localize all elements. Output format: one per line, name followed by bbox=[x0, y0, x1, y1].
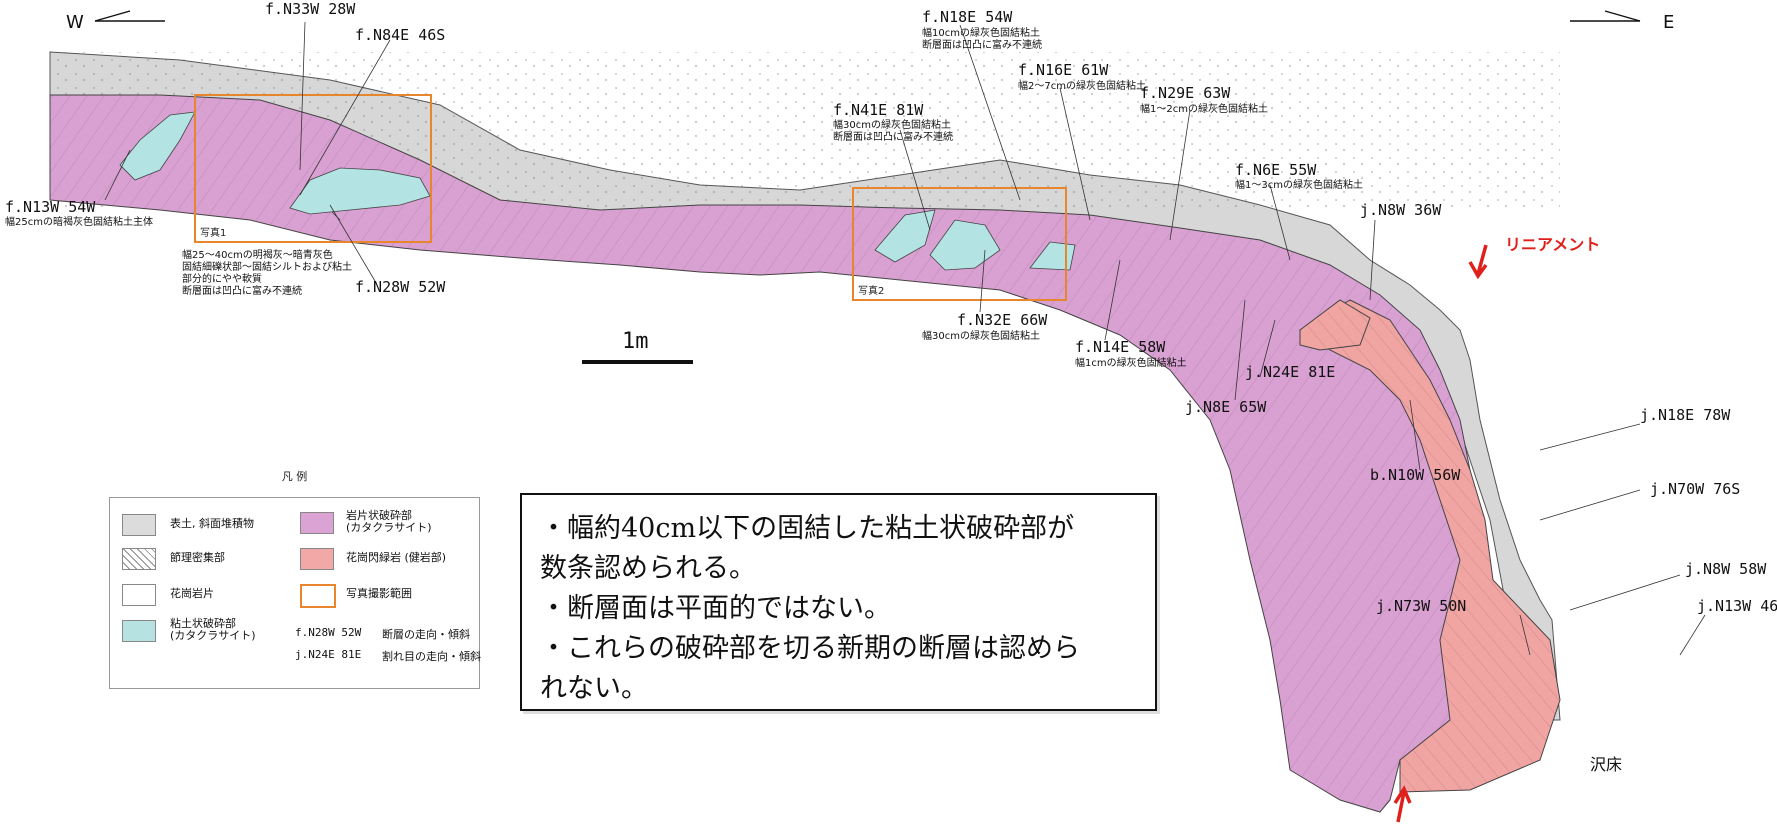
note-n18e-2: 断層面は凹凸に富み不連続 bbox=[922, 38, 1042, 51]
label-jn70w: j.N70W 76S bbox=[1650, 480, 1740, 498]
legend-symbol-joint-code: j.N24E 81E bbox=[295, 648, 362, 661]
legend-title: 凡 例 bbox=[281, 470, 308, 483]
label-jn73w: j.N73W 50N bbox=[1376, 597, 1466, 615]
note-n14e: 幅1cmの緑灰色固結粘土 bbox=[1075, 356, 1187, 369]
east-arrowhead bbox=[1604, 10, 1641, 22]
note-n41e-1: 幅30cmの緑灰色固結粘土 bbox=[833, 118, 951, 131]
label-jn8w58: j.N8W 58W bbox=[1685, 560, 1767, 578]
label-n13w: f.N13W 54W bbox=[5, 198, 96, 216]
lineament-arrow-top bbox=[1468, 244, 1488, 280]
note-left-2: 固結細礫状部～固結シルトおよび粘土 bbox=[182, 260, 352, 273]
legend-swatch-clay bbox=[122, 620, 156, 642]
clay-zone-3 bbox=[874, 209, 936, 263]
photo-label-1: 写真1 bbox=[200, 226, 226, 239]
label-n14e: f.N14E 58W bbox=[1075, 338, 1166, 356]
note-n18e-1: 幅10cmの緑灰色固結粘土 bbox=[922, 26, 1040, 39]
note-n16e: 幅2～7cmの緑灰色固結粘土 bbox=[1018, 79, 1146, 92]
summary-notes-box: ・幅約40cm以下の固結した粘土状破砕部が 数条認められる。 ・断層面は平面的で… bbox=[520, 493, 1157, 711]
note-n29e: 幅1～2cmの緑灰色固結粘土 bbox=[1140, 102, 1268, 115]
label-jn18e: j.N18E 78W bbox=[1640, 406, 1731, 424]
legend-label-clay: 粘土状破砕部 (カタクラサイト) bbox=[170, 617, 256, 642]
east-label: E bbox=[1663, 12, 1674, 33]
legend-symbol-fault-meaning: 断層の走向・傾斜 bbox=[382, 628, 470, 641]
legend-swatch-fractured bbox=[300, 512, 334, 534]
legend-swatch-photo-area bbox=[300, 584, 336, 608]
granodiorite-joint-texture bbox=[1300, 300, 1560, 792]
label-jn8e: j.N8E 65W bbox=[1185, 398, 1267, 416]
legend-label-photo-area: 写真撮影範囲 bbox=[346, 587, 412, 600]
label-n18e: f.N18E 54W bbox=[922, 8, 1013, 26]
label-jn24e: j.N24E 81E bbox=[1245, 363, 1335, 381]
label-n6e: f.N6E 55W bbox=[1235, 161, 1317, 179]
lineament-label: リニアメント bbox=[1505, 235, 1600, 254]
note-n13w: 幅25cmの暗褐灰色固結粘土主体 bbox=[5, 215, 153, 228]
legend-swatch-cover bbox=[122, 514, 156, 536]
label-n41e: f.N41E 81W bbox=[833, 101, 924, 119]
label-jn13w: j.N13W 46E bbox=[1697, 597, 1777, 615]
note-left-3: 部分的にやや軟質 bbox=[182, 272, 262, 285]
west-arrowhead bbox=[94, 10, 131, 22]
clay-zone-4 bbox=[929, 219, 1001, 271]
label-n84e: f.N84E 46S bbox=[355, 26, 445, 44]
photo-frame-1 bbox=[194, 94, 432, 243]
summary-line-1: ・幅約40cm以下の固結した粘土状破砕部が bbox=[540, 513, 1075, 544]
clay-zone-1 bbox=[119, 111, 196, 181]
clay-zone-5 bbox=[1029, 241, 1076, 271]
note-n41e-2: 断層面は凹凸に富み不連続 bbox=[833, 130, 953, 143]
lineament-arrow-bottom bbox=[1393, 785, 1412, 823]
note-n32e: 幅30cmの緑灰色固結粘土 bbox=[922, 329, 1040, 342]
legend-label-joints: 節理密集部 bbox=[170, 551, 225, 564]
label-n28w: f.N28W 52W bbox=[355, 278, 446, 296]
legend-swatch-joints bbox=[122, 548, 156, 570]
scale-bar-label: 1m bbox=[622, 329, 649, 354]
summary-line-2: 数条認められる。 bbox=[540, 553, 756, 584]
legend-label-granodiorite: 花崗閃緑岩 (健岩部) bbox=[346, 551, 447, 564]
fractured-joint-texture bbox=[50, 95, 1495, 812]
note-left-1: 幅25～40cmの明褐灰～暗青灰色 bbox=[182, 248, 333, 261]
label-n33w: f.N33W 28W bbox=[265, 0, 356, 18]
label-bn10w: b.N10W 56W bbox=[1370, 466, 1461, 484]
summary-line-5: れない。 bbox=[540, 673, 648, 704]
scale-bar bbox=[582, 360, 693, 364]
legend: 凡 例 表土, 斜面堆積物 節理密集部 花崗岩片 粘土状破砕部 (カタクラサイト… bbox=[109, 470, 481, 689]
legend-label-fractured: 岩片状破砕部 (カタクラサイト) bbox=[346, 509, 432, 534]
legend-symbol-joint-meaning: 割れ目の走向・傾斜 bbox=[382, 650, 481, 663]
clay-zone-2 bbox=[289, 167, 431, 215]
photo-frame-2 bbox=[852, 187, 1067, 301]
summary-line-3: ・断層面は平面的ではない。 bbox=[540, 593, 891, 624]
label-n32e: f.N32E 66W bbox=[957, 311, 1048, 329]
note-n6e: 幅1～3cmの緑灰色固結粘土 bbox=[1235, 178, 1363, 191]
legend-label-granite-fragments: 花崗岩片 bbox=[170, 587, 214, 600]
note-left-4: 断層面は凹凸に富み不連続 bbox=[182, 284, 302, 297]
summary-line-4: ・これらの破砕部を切る新期の断層は認めら bbox=[540, 633, 1080, 664]
leader-lines bbox=[104, 21, 1706, 656]
label-jn8w: j.N8W 36W bbox=[1360, 201, 1442, 219]
label-n16e: f.N16E 61W bbox=[1018, 61, 1109, 79]
west-label: W bbox=[66, 12, 84, 33]
streambed-label: 沢床 bbox=[1590, 755, 1622, 774]
label-n29e: f.N29E 63W bbox=[1140, 84, 1231, 102]
photo-label-2: 写真2 bbox=[858, 284, 884, 297]
legend-symbol-fault-code: f.N28W 52W bbox=[295, 626, 362, 639]
legend-label-cover: 表土, 斜面堆積物 bbox=[170, 517, 254, 530]
legend-swatch-granite-fragments bbox=[122, 584, 156, 606]
legend-swatch-granodiorite bbox=[300, 548, 334, 570]
